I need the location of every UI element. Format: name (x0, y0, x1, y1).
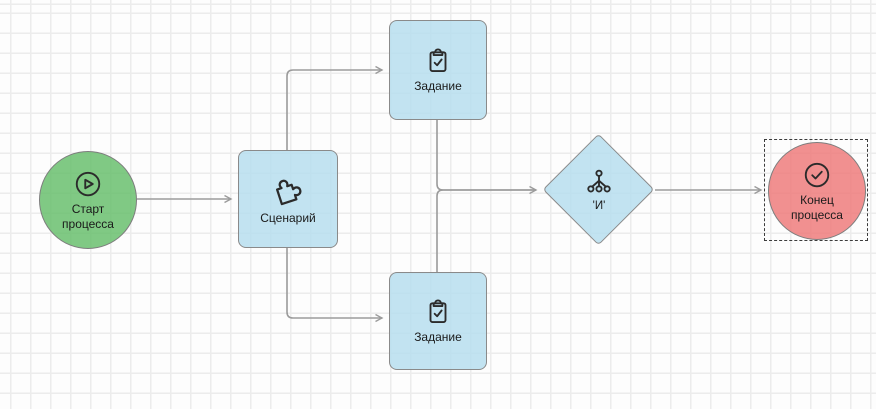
node-scenario[interactable]: Сценарий (238, 150, 338, 248)
node-task-top[interactable]: Задание (389, 20, 487, 120)
node-label: Конец процесса (791, 193, 843, 222)
puzzle-icon (270, 172, 306, 208)
node-label: Задание (414, 79, 462, 94)
node-label: Сценарий (260, 211, 316, 226)
node-task-bottom[interactable]: Задание (389, 272, 487, 370)
clipboard-check-icon (423, 46, 453, 76)
node-label: Старт процесса (62, 202, 114, 231)
connector-task-top-to-gateway[interactable] (436, 120, 538, 195)
node-and-gateway[interactable]: 'И' (542, 133, 655, 246)
node-label: Задание (414, 330, 462, 345)
connector-scenario-to-task-top[interactable] (286, 65, 384, 150)
connector-task-bottom-to-gateway[interactable] (436, 189, 536, 272)
fork-icon (584, 167, 614, 197)
node-start-event[interactable]: Старт процесса (39, 151, 137, 249)
check-circle-icon (802, 160, 832, 190)
connector-scenario-to-task-bottom[interactable] (286, 248, 384, 323)
play-circle-icon (73, 169, 103, 199)
node-end-event[interactable]: Конец процесса (768, 142, 866, 240)
clipboard-check-icon (423, 297, 453, 327)
node-label: 'И' (592, 199, 606, 212)
